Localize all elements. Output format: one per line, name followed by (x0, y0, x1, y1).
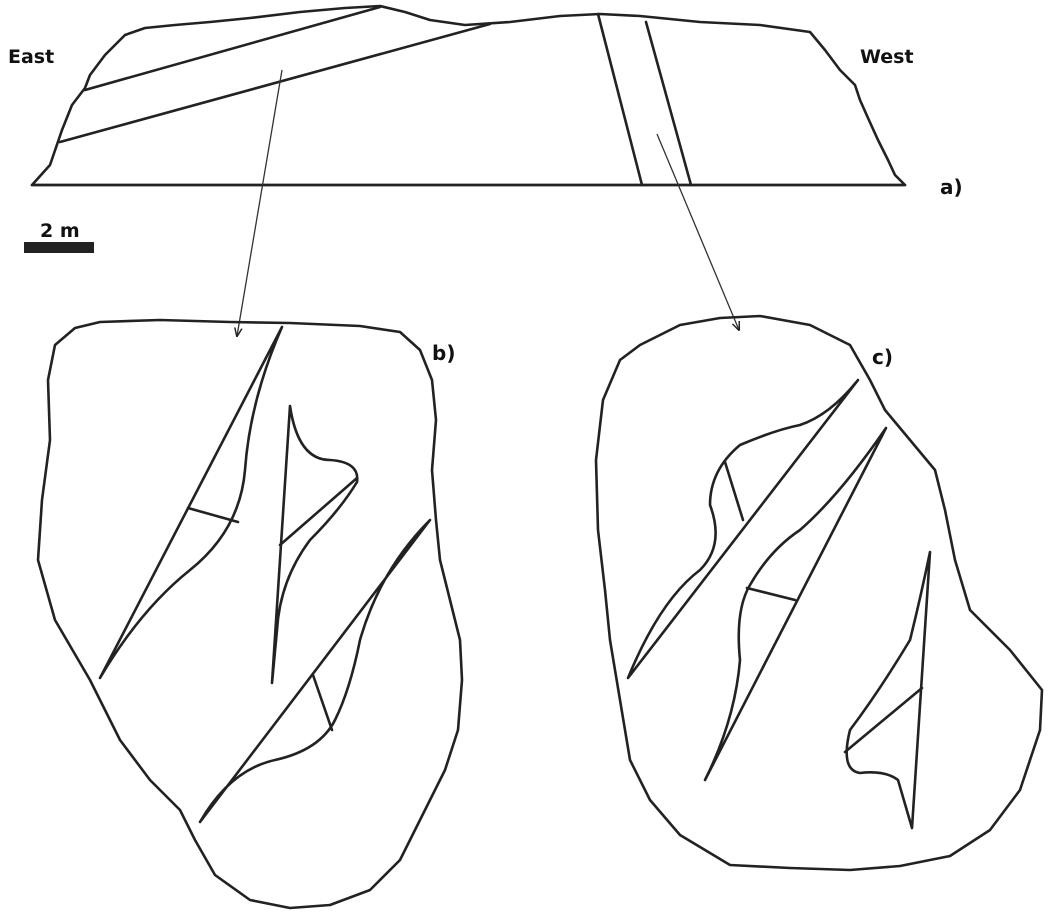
gash-b2-bridge (280, 478, 357, 545)
scale-bar: 2 m (24, 220, 94, 253)
gash-c1-bridge (725, 462, 743, 520)
panel-a-outcrop (32, 6, 905, 185)
vein-left-boundary (598, 14, 642, 185)
gash-b1-bridge (188, 508, 238, 522)
scale-bar-rect (24, 242, 94, 253)
panel-c-label: c) (872, 345, 893, 369)
gash-b1 (100, 327, 282, 678)
panel-a-label: a) (940, 175, 963, 199)
east-label: East (8, 46, 54, 68)
scale-bar-label: 2 m (40, 220, 80, 242)
panel-b-outline (38, 320, 462, 908)
gash-b3 (200, 520, 430, 822)
gash-c3 (847, 552, 930, 828)
panel-c-outline (596, 316, 1042, 870)
west-label: West (860, 46, 914, 68)
outcrop-outline (32, 6, 905, 185)
gash-b3-bridge (313, 675, 332, 730)
layer-lower-boundary (60, 24, 490, 142)
panel-b-closeup: b) (38, 320, 462, 908)
gash-c1 (628, 380, 858, 678)
panel-c-closeup: c) (596, 316, 1042, 870)
gash-c2-bridge (747, 588, 795, 600)
arrow-to-panel-b (237, 70, 282, 336)
gash-b2 (272, 406, 357, 683)
panel-b-label: b) (432, 341, 455, 365)
arrow-to-panel-c (657, 134, 739, 330)
